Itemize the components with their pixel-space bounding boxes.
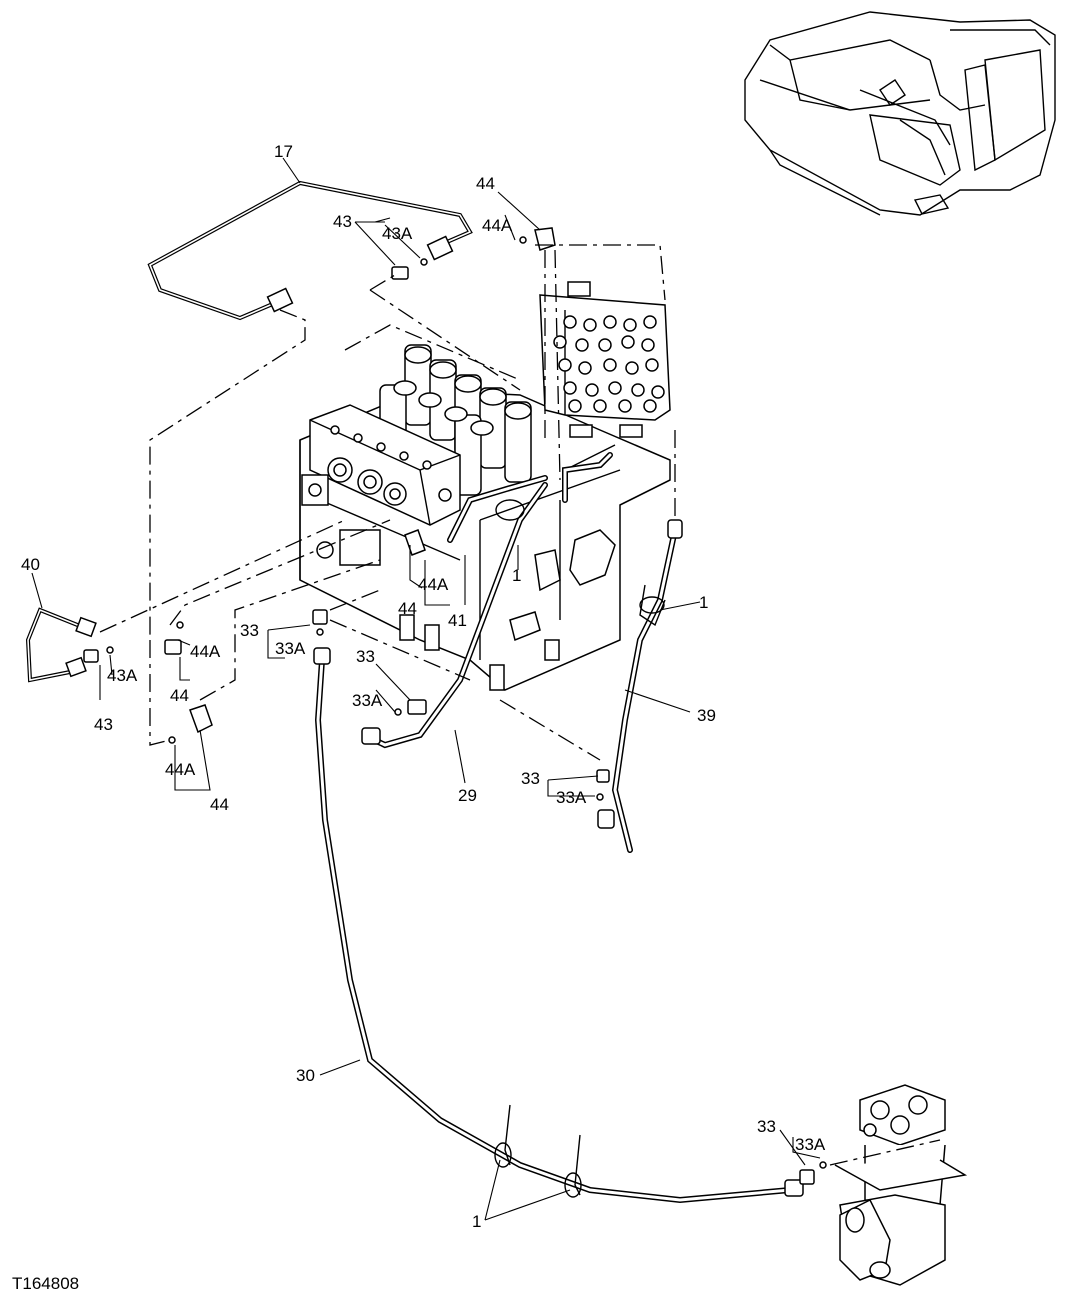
callout-17: 17 — [274, 142, 293, 161]
control-valve-body — [299, 344, 671, 691]
callout-44A-left: 44A — [190, 642, 221, 661]
callout-40: 40 — [21, 555, 40, 574]
callout-33A-b: 33A — [352, 691, 383, 710]
tube-17 — [147, 180, 473, 321]
callout-1-mid: 1 — [512, 566, 521, 585]
callout-39: 39 — [697, 706, 716, 725]
callout-43A-top: 43A — [382, 224, 413, 243]
fittings — [83, 227, 827, 1185]
tube-40 — [25, 607, 97, 683]
callout-29: 29 — [458, 786, 477, 805]
clamps — [494, 499, 666, 1198]
callout-33A-a: 33A — [275, 639, 306, 658]
hose-39 — [597, 519, 683, 853]
callout-33-c: 33 — [521, 769, 540, 788]
figure-id: T164808 — [12, 1274, 79, 1293]
callout-1-right: 1 — [699, 593, 708, 612]
callout-44-mid: 44 — [398, 599, 417, 618]
callout-44-top: 44 — [476, 174, 495, 193]
pilot-manifold-block — [539, 281, 671, 438]
callout-44-left: 44 — [170, 686, 189, 705]
callout-33-d: 33 — [757, 1117, 776, 1136]
callout-44-bottom-left: 44 — [210, 795, 229, 814]
callout-43-left: 43 — [94, 715, 113, 734]
callout-33A-d: 33A — [795, 1135, 826, 1154]
excavator-locator-icon — [744, 11, 1056, 216]
callout-33-a: 33 — [240, 621, 259, 640]
callout-30: 30 — [296, 1066, 315, 1085]
callout-41: 41 — [448, 611, 467, 630]
callout-33-b: 33 — [356, 647, 375, 666]
callout-labels: 17 44 44A 43 43A 40 43A 43 44A 44 44A 44… — [21, 142, 826, 1231]
callout-44A-top: 44A — [482, 216, 513, 235]
callout-43-top: 43 — [333, 212, 352, 231]
callout-44A-mid: 44A — [418, 575, 449, 594]
hose-30 — [313, 647, 804, 1204]
reference-lines — [99, 244, 941, 1166]
hose-29 — [361, 482, 548, 749]
leader-lines — [31, 157, 821, 1221]
callout-44A-bottom-left: 44A — [165, 760, 196, 779]
pilot-hose — [447, 452, 613, 543]
callout-43A-left: 43A — [107, 666, 138, 685]
swivel-joint — [834, 1084, 968, 1286]
callout-1-bottom: 1 — [472, 1212, 481, 1231]
callout-33A-c: 33A — [556, 788, 587, 807]
